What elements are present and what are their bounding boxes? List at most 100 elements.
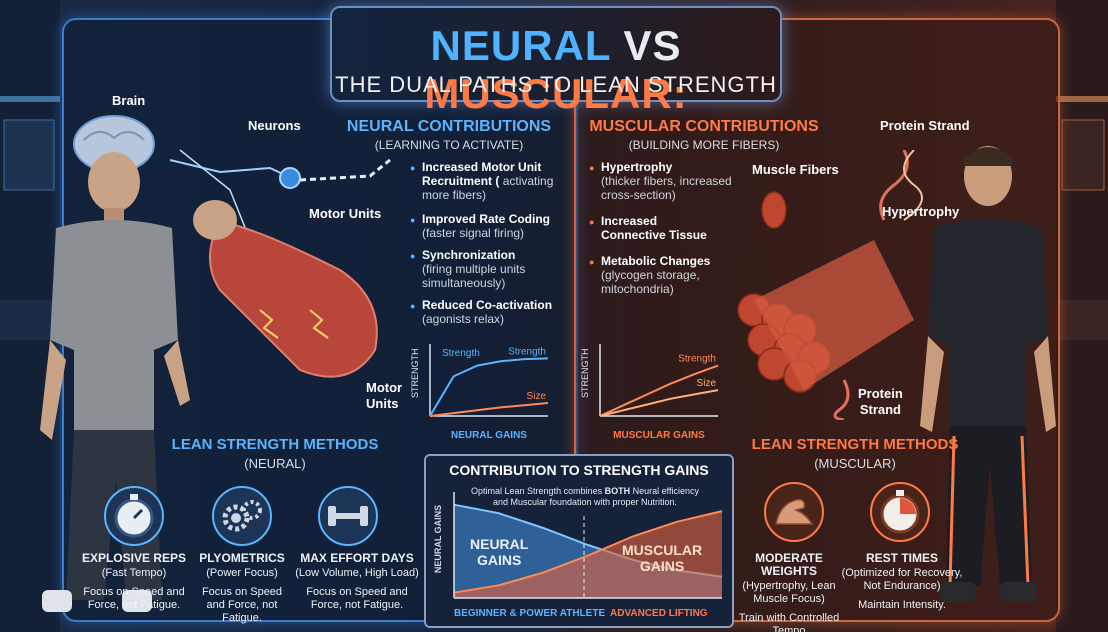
- contribution-note-prefix: Optimal Lean Strength combines: [471, 486, 605, 496]
- label-protein-strand-top: Protein Strand: [880, 118, 970, 133]
- center-muscular-label-1: MUSCULAR: [622, 542, 703, 558]
- neural-subheading: (LEARNING TO ACTIVATE): [374, 138, 524, 152]
- chart-annotation: Strength: [442, 348, 480, 359]
- method-moderate-weights-note: Train with Controlled Tempo: [738, 612, 840, 632]
- neural-item-3-desc: (firing multiple units simultaneously): [422, 262, 526, 290]
- label-brain: Brain: [112, 93, 146, 108]
- title-neural: NEURAL: [430, 22, 611, 69]
- method-max-effort-sub: (Low Volume, High Load): [295, 567, 419, 579]
- series-line-strength: [429, 357, 549, 417]
- chart-ylabel: STRENGTH: [580, 349, 590, 399]
- series-label-strength: Strength: [678, 354, 716, 365]
- series-label-size: Size: [697, 378, 717, 389]
- chart-title: NEURAL GAINS: [451, 430, 527, 441]
- main-title: NEURAL VS MUSCULAR:: [332, 22, 780, 118]
- muscular-item-2-title: Increased Connective Tissue: [601, 214, 707, 242]
- method-moderate-weights: MODERATE WEIGHTS (Hypertrophy, Lean Musc…: [726, 552, 852, 632]
- neural-item-1-title: Increased Motor Unit Recruitment (: [422, 160, 542, 188]
- title-banner: NEURAL VS MUSCULAR: THE DUAL PATHS TO LE…: [330, 6, 782, 117]
- series-line-strength: [599, 364, 719, 417]
- method-explosive-reps: EXPLOSIVE REPS (Fast Tempo) Focus on Spe…: [70, 552, 198, 612]
- center-neural-label-2: GAINS: [477, 552, 522, 568]
- neural-item-3: Synchronization (firing multiple units s…: [410, 248, 562, 290]
- gears-icon: [212, 486, 272, 546]
- muscular-methods-heading: LEAN STRENGTH METHODS: [751, 436, 959, 453]
- method-max-effort-title: MAX EFFORT DAYS: [300, 551, 414, 565]
- method-rest-times: REST TIMES (Optimized for Recovery, Not …: [840, 552, 964, 612]
- method-moderate-weights-sub: (Hypertrophy, Lean Muscle Focus): [742, 580, 836, 605]
- label-protein-strand-bottom-line1: Protein: [858, 386, 903, 401]
- neural-item-4-desc: (agonists relax): [422, 312, 505, 326]
- muscular-item-3-desc: (glycogen storage, mitochondria): [601, 268, 700, 296]
- center-x-right: ADVANCED LIFTING: [610, 608, 708, 619]
- muscular-item-3-title: Metabolic Changes: [601, 254, 711, 268]
- neural-athlete-figure: [40, 115, 190, 612]
- neural-methods-subheading: (NEURAL): [244, 456, 306, 471]
- neural-item-1-desc: activating more fibers): [422, 174, 554, 202]
- center-x-left: BEGINNER & POWER ATHLETE: [454, 608, 606, 619]
- center-muscular-label-2: GAINS: [639, 558, 685, 574]
- head: [88, 152, 140, 212]
- method-plyometrics-title: PLYOMETRICS: [199, 551, 285, 565]
- label-muscle-fibers: Muscle Fibers: [752, 162, 839, 177]
- method-rest-times-sub: (Optimized for Recovery, Not Endurance): [841, 567, 963, 592]
- contribution-note: Optimal Lean Strength combines BOTH Neur…: [470, 486, 700, 508]
- axon: [299, 158, 391, 182]
- muscular-item-1-title: Hypertrophy: [601, 160, 673, 174]
- label-motor-units-bottom-line2: Units: [366, 396, 399, 411]
- center-ylabel: NEURAL GAINS: [433, 504, 443, 574]
- subtitle: THE DUAL PATHS TO LEAN STRENGTH: [335, 72, 777, 97]
- label-protein-strand-bottom: Protein Strand: [858, 386, 903, 418]
- method-max-effort: MAX EFFORT DAYS (Low Volume, High Load) …: [294, 552, 420, 612]
- muscle-fibers-illustration: [737, 150, 923, 420]
- method-rest-times-title: REST TIMES: [865, 551, 938, 565]
- label-neurons: Neurons: [248, 118, 301, 133]
- method-plyometrics: PLYOMETRICS (Power Focus) Focus on Speed…: [192, 552, 292, 625]
- muscular-heading: MUSCULAR CONTRIBUTIONS: [589, 118, 819, 135]
- label-protein-strand-bottom-line2: Strand: [859, 402, 901, 417]
- contribution-panel: CONTRIBUTION TO STRENGTH GAINS Optimal L…: [424, 454, 734, 628]
- area-line-muscular: [453, 510, 723, 594]
- fist: [193, 200, 237, 240]
- label-motor-units-top: Motor Units: [309, 206, 382, 221]
- title-vs: VS: [623, 22, 682, 69]
- contribution-note-bold: BOTH: [604, 486, 631, 496]
- label-motor-units-bottom: Motor Units: [366, 380, 402, 412]
- method-max-effort-note: Focus on Speed and Force, not Fatigue.: [306, 586, 408, 611]
- neural-item-4: Reduced Co-activation (agonists relax): [410, 298, 562, 326]
- area-muscular: [454, 511, 722, 598]
- label-hypertrophy: Hypertrophy: [882, 204, 960, 219]
- dna-strand-top: [879, 150, 909, 221]
- label-motor-units-bottom-line1: Motor: [366, 380, 403, 395]
- muscular-athlete-figure: [920, 146, 1056, 602]
- arm-muscle: [209, 218, 378, 378]
- neural-item-1: Increased Motor Unit Recruitment ( activ…: [410, 160, 562, 202]
- neuron-arm-illustration: [169, 149, 391, 378]
- center-neural-label-1: NEURAL: [470, 536, 529, 552]
- method-explosive-reps-title: EXPLOSIVE REPS: [81, 551, 187, 565]
- dumbbell-icon: [318, 486, 378, 546]
- contribution-chart: [453, 492, 723, 599]
- contribution-note-suffix: Neural efficiency and Muscular foundatio…: [492, 486, 699, 507]
- neural-item-4-title: Reduced Co-activation: [422, 298, 553, 312]
- series-label-size: Size: [527, 391, 547, 402]
- neural-item-3-title: Synchronization: [422, 248, 516, 262]
- muscular-item-2: Increased Connective Tissue: [589, 214, 711, 242]
- muscular-item-1-desc: (thicker fibers, increased cross-section…: [601, 174, 732, 202]
- muscular-subheading: (BUILDING MORE FIBERS): [628, 138, 780, 152]
- center-neural-label: NEURAL GAINS: [470, 536, 528, 568]
- pants: [946, 426, 1032, 586]
- method-rest-times-note: Maintain Intensity.: [858, 599, 946, 611]
- neural-item-2-desc: (faster signal firing): [422, 226, 525, 240]
- pants: [66, 430, 162, 600]
- neuron-cell: [279, 167, 301, 189]
- stopwatch-icon: [104, 486, 164, 546]
- chart-title: MUSCULAR GAINS: [613, 430, 705, 441]
- black-tshirt: [928, 219, 1048, 426]
- method-plyometrics-sub: (Power Focus): [206, 567, 278, 579]
- series-line-size: [429, 402, 549, 417]
